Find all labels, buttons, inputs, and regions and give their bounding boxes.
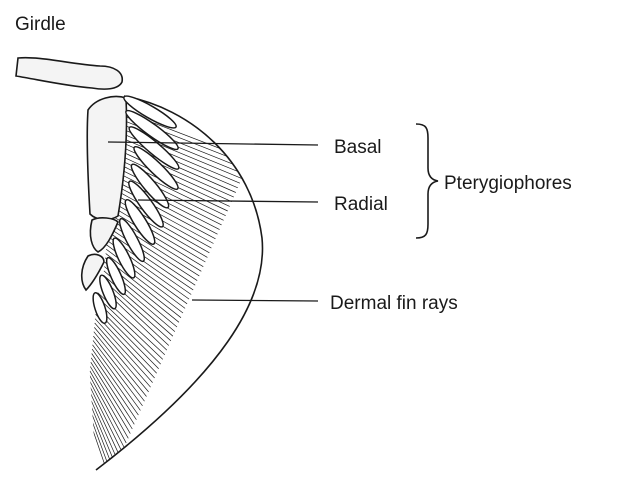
fin-ray: [90, 357, 135, 425]
fin-ray: [86, 396, 117, 467]
dermal-leader: [191, 299, 319, 302]
fin-ray: [92, 340, 143, 407]
radial-bone: [123, 95, 177, 129]
fin-ray: [89, 375, 127, 444]
fin-ray: [89, 366, 131, 434]
radial-label: Radial: [334, 194, 388, 215]
fin-ray: [94, 327, 149, 393]
basal-bone-3: [80, 253, 105, 292]
pterygiophores-label: Pterygiophores: [444, 173, 572, 194]
girdle-bone: [15, 56, 124, 90]
radial-bone: [124, 198, 156, 246]
radial-bone: [118, 217, 146, 263]
fin-ray: [110, 205, 206, 263]
radial-bone: [125, 109, 179, 151]
fin-ray: [95, 314, 155, 379]
fin-ray: [113, 170, 222, 226]
radial-bone: [99, 274, 117, 310]
fin-ray: [91, 348, 139, 416]
fin-ray: [94, 322, 151, 388]
basal-label: Basal: [334, 137, 382, 158]
radial-bone: [112, 237, 136, 279]
radial-bone: [92, 291, 108, 325]
pterygiophores-brace: [415, 123, 439, 239]
fin-ray: [86, 401, 115, 470]
fin-ray: [109, 209, 204, 267]
fin-ray: [108, 227, 196, 286]
fin-ray: [112, 183, 216, 240]
fin-ray: [89, 370, 129, 439]
fin-ray: [114, 166, 224, 221]
basal-bone-main: [86, 95, 128, 221]
fin-ray: [87, 388, 121, 457]
radials: [92, 95, 180, 325]
fin-ray: [93, 335, 145, 402]
fin-ray: [107, 231, 194, 291]
fin-ray: [93, 331, 147, 397]
radial-bone: [128, 126, 180, 170]
fin-ray: [102, 279, 172, 342]
radial-bone: [105, 256, 127, 296]
fin-ray: [96, 301, 161, 365]
fin-ray: [90, 362, 133, 430]
fin-outline: [95, 95, 264, 471]
fin-ray: [112, 187, 214, 244]
girdle-label: Girdle: [15, 14, 66, 35]
fin-ray: [87, 392, 119, 462]
fin-ray: [88, 383, 123, 453]
fin-ray: [117, 135, 238, 189]
fin-ray: [94, 318, 153, 383]
dermal-fin-rays-label: Dermal fin rays: [330, 293, 458, 314]
fin-ray: [88, 379, 125, 448]
fin-ray: [97, 296, 164, 360]
radial-leader: [137, 199, 319, 203]
basal-leader: [107, 141, 319, 146]
fin-ray: [115, 148, 232, 203]
fin-ray: [105, 253, 184, 314]
basal-bone-2: [89, 217, 119, 253]
fin-ray: [91, 353, 137, 420]
radial-bone: [133, 145, 179, 191]
radial-bone: [130, 163, 170, 209]
fin-ray: [92, 344, 141, 411]
